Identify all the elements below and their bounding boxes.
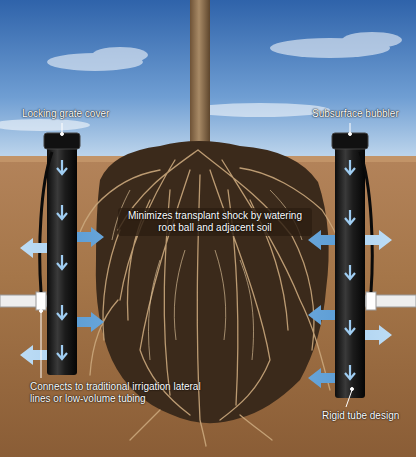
pipe-fitting xyxy=(366,292,376,310)
water-out-arrows xyxy=(20,230,335,388)
leader-lines xyxy=(40,123,354,407)
cloud xyxy=(92,47,148,63)
cloud xyxy=(190,103,330,117)
cloud xyxy=(0,119,90,131)
leader-dot xyxy=(351,388,354,391)
leader-dot xyxy=(349,133,352,136)
water-flow-arrows xyxy=(57,160,355,379)
tree-trunk xyxy=(190,0,210,150)
callout-label: Locking grate cover xyxy=(22,108,132,120)
leader-dot xyxy=(40,310,43,313)
sky xyxy=(0,0,416,162)
callout-label: Rigid tube design xyxy=(322,410,412,422)
leader-line xyxy=(346,390,352,407)
grate-cover xyxy=(44,133,80,149)
low-volume-tubing xyxy=(40,152,52,292)
callout-label: Subsurface bubbler xyxy=(312,108,412,120)
low-volume-tubing xyxy=(360,152,372,292)
callout-label: Connects to traditional irrigation later… xyxy=(30,381,206,405)
root-ball xyxy=(96,141,329,423)
leader-line xyxy=(41,312,42,378)
leader-line xyxy=(62,123,63,133)
grate-cover xyxy=(332,133,368,149)
leader-line xyxy=(350,123,351,133)
water-out-arrows xyxy=(77,227,392,345)
callout-label: Minimizes transplant shock by watering r… xyxy=(118,208,312,236)
pipe-fitting xyxy=(36,292,46,310)
leader-dot xyxy=(61,133,64,136)
cloud xyxy=(342,32,402,48)
